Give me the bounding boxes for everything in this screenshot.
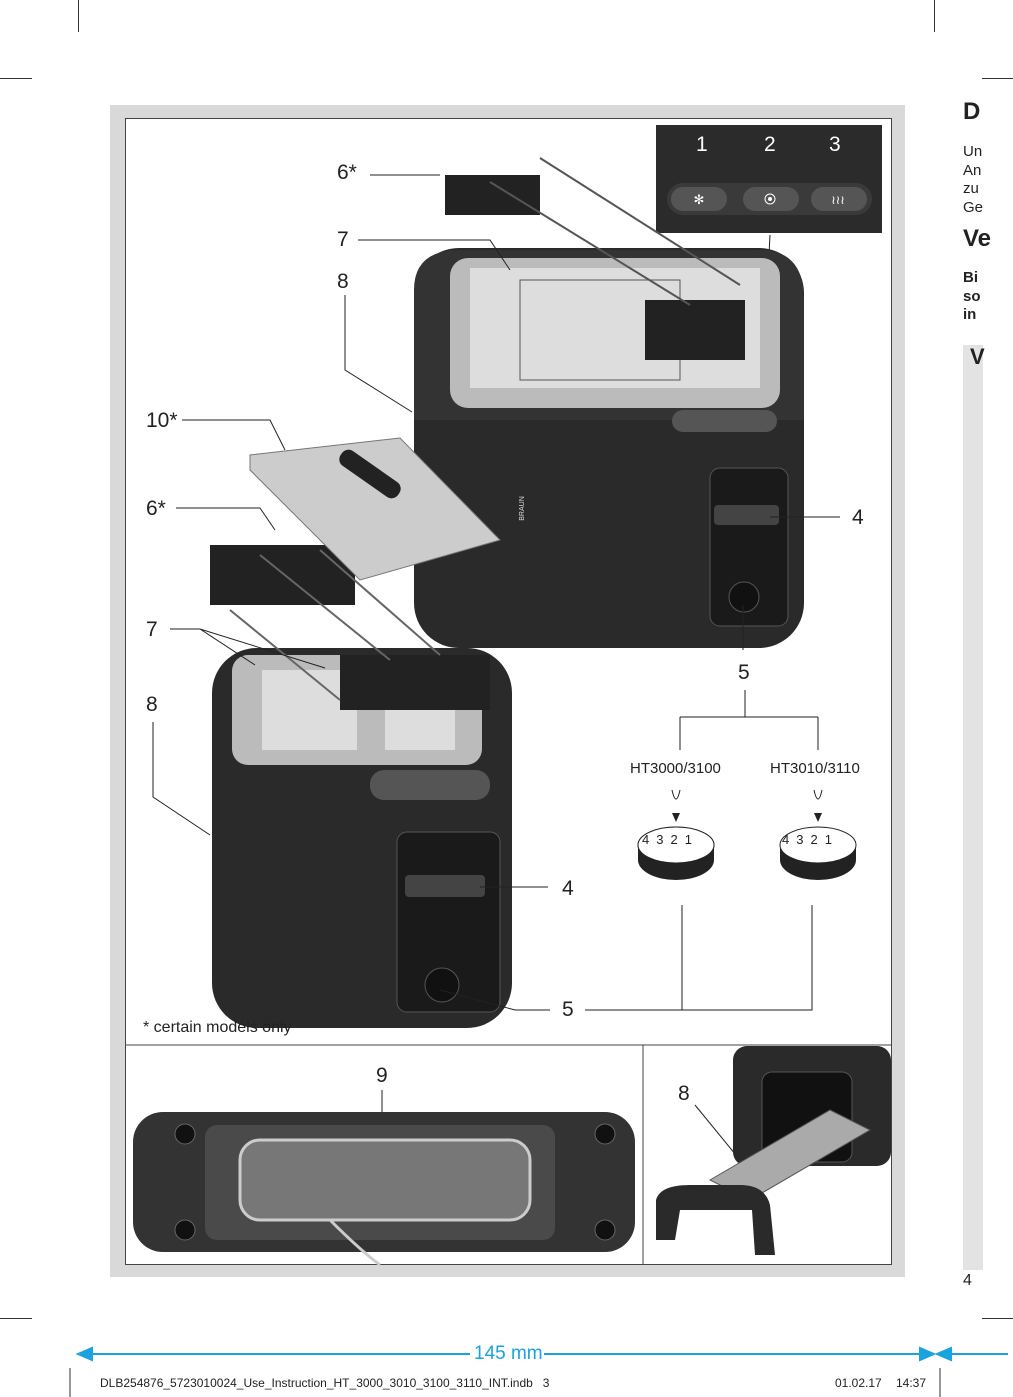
defrost-button — [671, 187, 727, 211]
subheading: Ve — [963, 225, 992, 252]
model-left: HT3000/3100 — [630, 760, 721, 777]
label-3: 3 — [829, 133, 841, 156]
label-8-lower: 8 — [146, 693, 158, 716]
slug-date: 01.02.17 — [835, 1376, 882, 1390]
label-4-top: 4 — [852, 506, 864, 529]
warning-box — [963, 345, 983, 1270]
label-9: 9 — [376, 1064, 388, 1087]
crop-mark — [982, 1318, 1013, 1319]
label-7-lower: 7 — [146, 618, 158, 641]
page-number: 4 — [963, 1272, 972, 1289]
browning-dial-right — [779, 826, 857, 880]
slug-time: 14:37 — [896, 1376, 927, 1390]
section-heading: D — [963, 98, 981, 125]
snowflake-icon: ✻ — [694, 192, 705, 207]
stop-icon — [764, 193, 776, 205]
crop-mark — [0, 78, 32, 79]
warning-heading: V — [970, 344, 985, 369]
label-4-lower: 4 — [562, 877, 574, 900]
label-6-top: 6* — [337, 161, 357, 184]
footnote: * certain models only — [143, 1019, 292, 1036]
crop-mark — [0, 1318, 32, 1319]
label-8-tray: 8 — [678, 1082, 690, 1105]
crop-mark — [78, 0, 79, 32]
dial-right-numbers: 4321 — [782, 832, 839, 847]
label-5-lower: 5 — [562, 998, 574, 1021]
label-1: 1 — [696, 133, 708, 156]
label-7-top: 7 — [337, 228, 349, 251]
label-8-top: 8 — [337, 270, 349, 293]
crop-mark — [982, 78, 1013, 79]
warm-button — [811, 187, 867, 211]
label-2: 2 — [764, 133, 776, 156]
width-dimension: 145 mm — [474, 1343, 543, 1364]
dial-left-numbers: 4321 — [642, 832, 699, 847]
crop-mark — [934, 0, 935, 32]
label-10: 10* — [146, 409, 178, 432]
brand-logo: BRAUN — [518, 496, 526, 521]
label-6-lower: 6* — [146, 497, 166, 520]
browning-dial-left — [637, 826, 715, 880]
label-5-top: 5 — [738, 661, 750, 684]
model-right: HT3010/3110 — [770, 760, 860, 777]
slug-filename: DLB254876_5723010024_Use_Instruction_HT_… — [100, 1376, 550, 1390]
heat-icon: ≀≀≀ — [831, 193, 845, 207]
